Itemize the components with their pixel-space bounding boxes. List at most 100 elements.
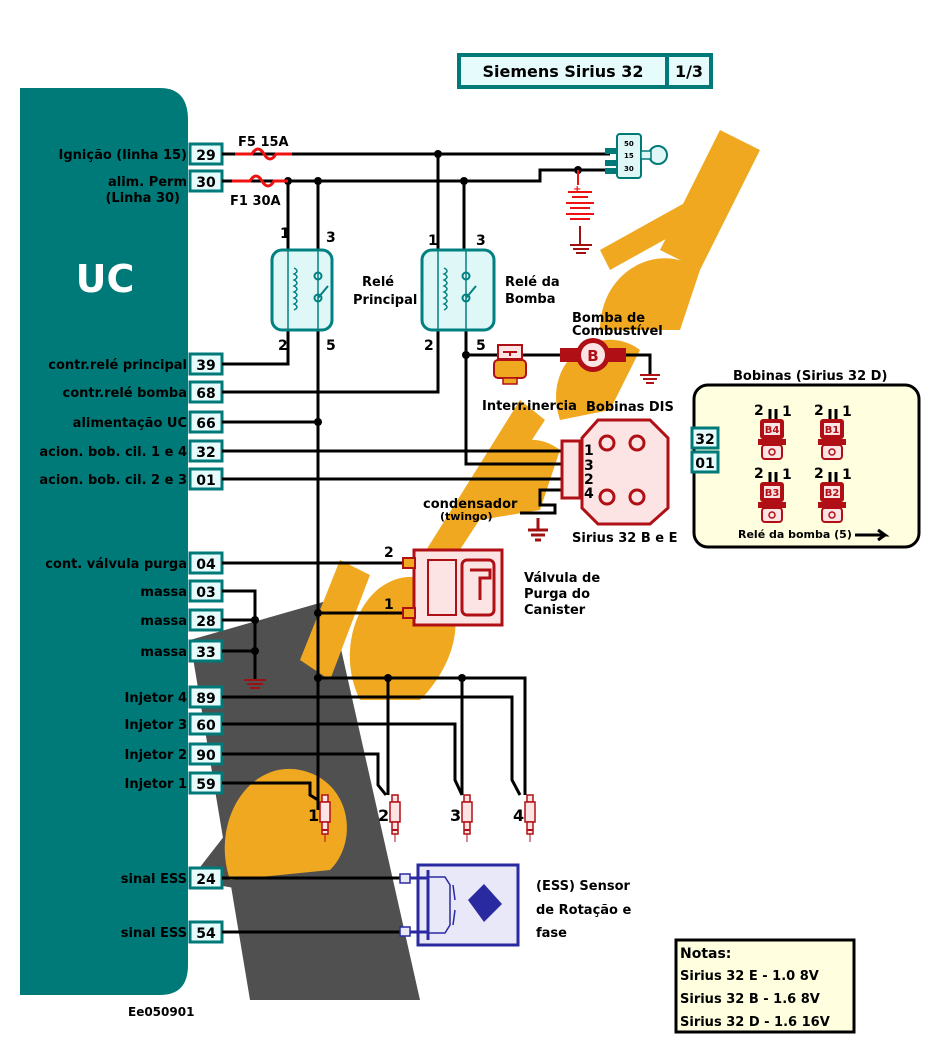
coil-pin-2: 2 [754,403,764,419]
pin-number: 03 [196,585,215,601]
wire-39 [222,330,290,366]
coil-name: B1 [825,425,840,436]
fuel-pump: B Bomba de Combustível [560,311,663,384]
figure-code: Ee050901 [128,1005,194,1019]
fuel-pump-label-2: Combustível [572,324,663,339]
pin-label: Injetor 4 [125,691,188,706]
coil-pin-2: 2 [754,466,764,482]
coil-pin-2: 2 [814,466,824,482]
coil-boot [761,507,783,523]
purge-valve-label-3: Canister [524,603,586,618]
coils-d-input-01: 01 [695,456,714,472]
pin-number: 54 [196,926,216,942]
header: Siemens Sirius 32 1/3 [457,53,713,89]
pin-label: sinal ESS [121,872,187,887]
pin-number: 32 [196,445,215,461]
inertia-switch-icon [503,351,517,356]
relay-internal-lines [287,250,319,330]
coils-d-input-32-box [690,426,720,450]
injector-nozzle [526,821,534,835]
wire-capacitor [520,488,575,515]
relay-body [420,248,496,332]
injector-nozzle [463,821,471,835]
relay-coil-icon [442,267,448,311]
dis-pin-4: 4 [584,486,594,502]
relay-main-pin-5: 5 [326,338,336,354]
coil-pin-1: 1 [782,404,792,420]
fuel-pump-symbol: B [587,347,598,365]
purge-valve-label-1: Válvula de [524,571,600,586]
dis-caption: Sirius 32 B e E [572,531,677,546]
injector-1: 1 [308,794,331,842]
relay-pump-pin-3: 3 [476,233,486,249]
notes-panel [674,938,856,1034]
key-shaft [640,150,652,160]
ground-icon [570,244,592,254]
junction-dot [314,418,322,426]
pin-number: 66 [196,416,215,432]
coil-pin-1: 1 [782,467,792,483]
injector-body [389,801,401,823]
junction-dot [384,674,392,682]
coil-boot [761,444,783,460]
dis-connector [560,439,582,500]
inertia-switch-label: Interr.inercia [482,399,577,414]
relay-pump-pin-1: 1 [428,233,438,249]
injector-nozzle [391,821,399,835]
pin-label: Injetor 1 [125,777,188,792]
dis-pin-3: 3 [584,458,594,474]
coil-pin-1: 1 [842,404,852,420]
dis-pin-1: 1 [584,443,594,459]
relay-contact-icon [313,293,323,303]
pin-label: contr.relé principal [48,358,187,373]
junction-dot [314,609,322,617]
pin-label: massa [140,645,187,660]
coil-name: B3 [765,488,780,499]
wire-60 [222,722,464,796]
injector-connector [391,794,399,803]
inertia-switch-body [493,359,527,379]
fuses: F5 15A F1 30A [230,135,292,209]
injector-3: 3 [450,794,473,842]
injector-number: 1 [308,806,319,825]
purge-valve-plunger [470,568,492,600]
injector-2: 2 [378,794,401,842]
coil-flange [818,502,846,508]
pin-number: 01 [196,473,215,489]
coil-flange [818,439,846,445]
coil-tower-icon [598,434,616,452]
relay-main-label-1: Relé [362,275,394,290]
pin-label-line-2: (Linha 30) [105,191,180,206]
battery: + [566,170,594,254]
injector-connector [526,794,534,803]
injector-4: 4 [513,794,536,842]
injector-body [524,801,536,823]
switch-terminal [605,168,619,174]
relay-pump-label-1: Relé da [505,275,560,290]
capacitor: condensador (twingo) [423,497,548,542]
coil-tower-icon [628,434,646,452]
purge-valve-pin-2-terminal [402,557,416,569]
purge-valve-pin-2: 2 [384,545,394,561]
pin-number: 59 [196,777,215,793]
notes-line: Sirius 32 E - 1.0 8V [680,969,819,984]
diagram-title: Siemens Sirius 32 [483,62,644,81]
page-number: 1/3 [675,62,703,81]
injector-nozzle [321,821,329,835]
dis-coil-body [580,418,670,526]
wire-30 [222,168,610,183]
fuse-icon [232,174,288,188]
title-box [457,53,669,89]
relay-pump-pin-2: 2 [424,338,434,354]
pin-label: massa [140,614,187,629]
relay-main: 1 3 2 5 Relé Principal [270,226,417,354]
purge-valve: 2 1 Válvula de Purga do Canister [384,545,600,627]
wire-68 [222,330,440,394]
relay-body [270,248,334,332]
junction-dot [458,674,466,682]
